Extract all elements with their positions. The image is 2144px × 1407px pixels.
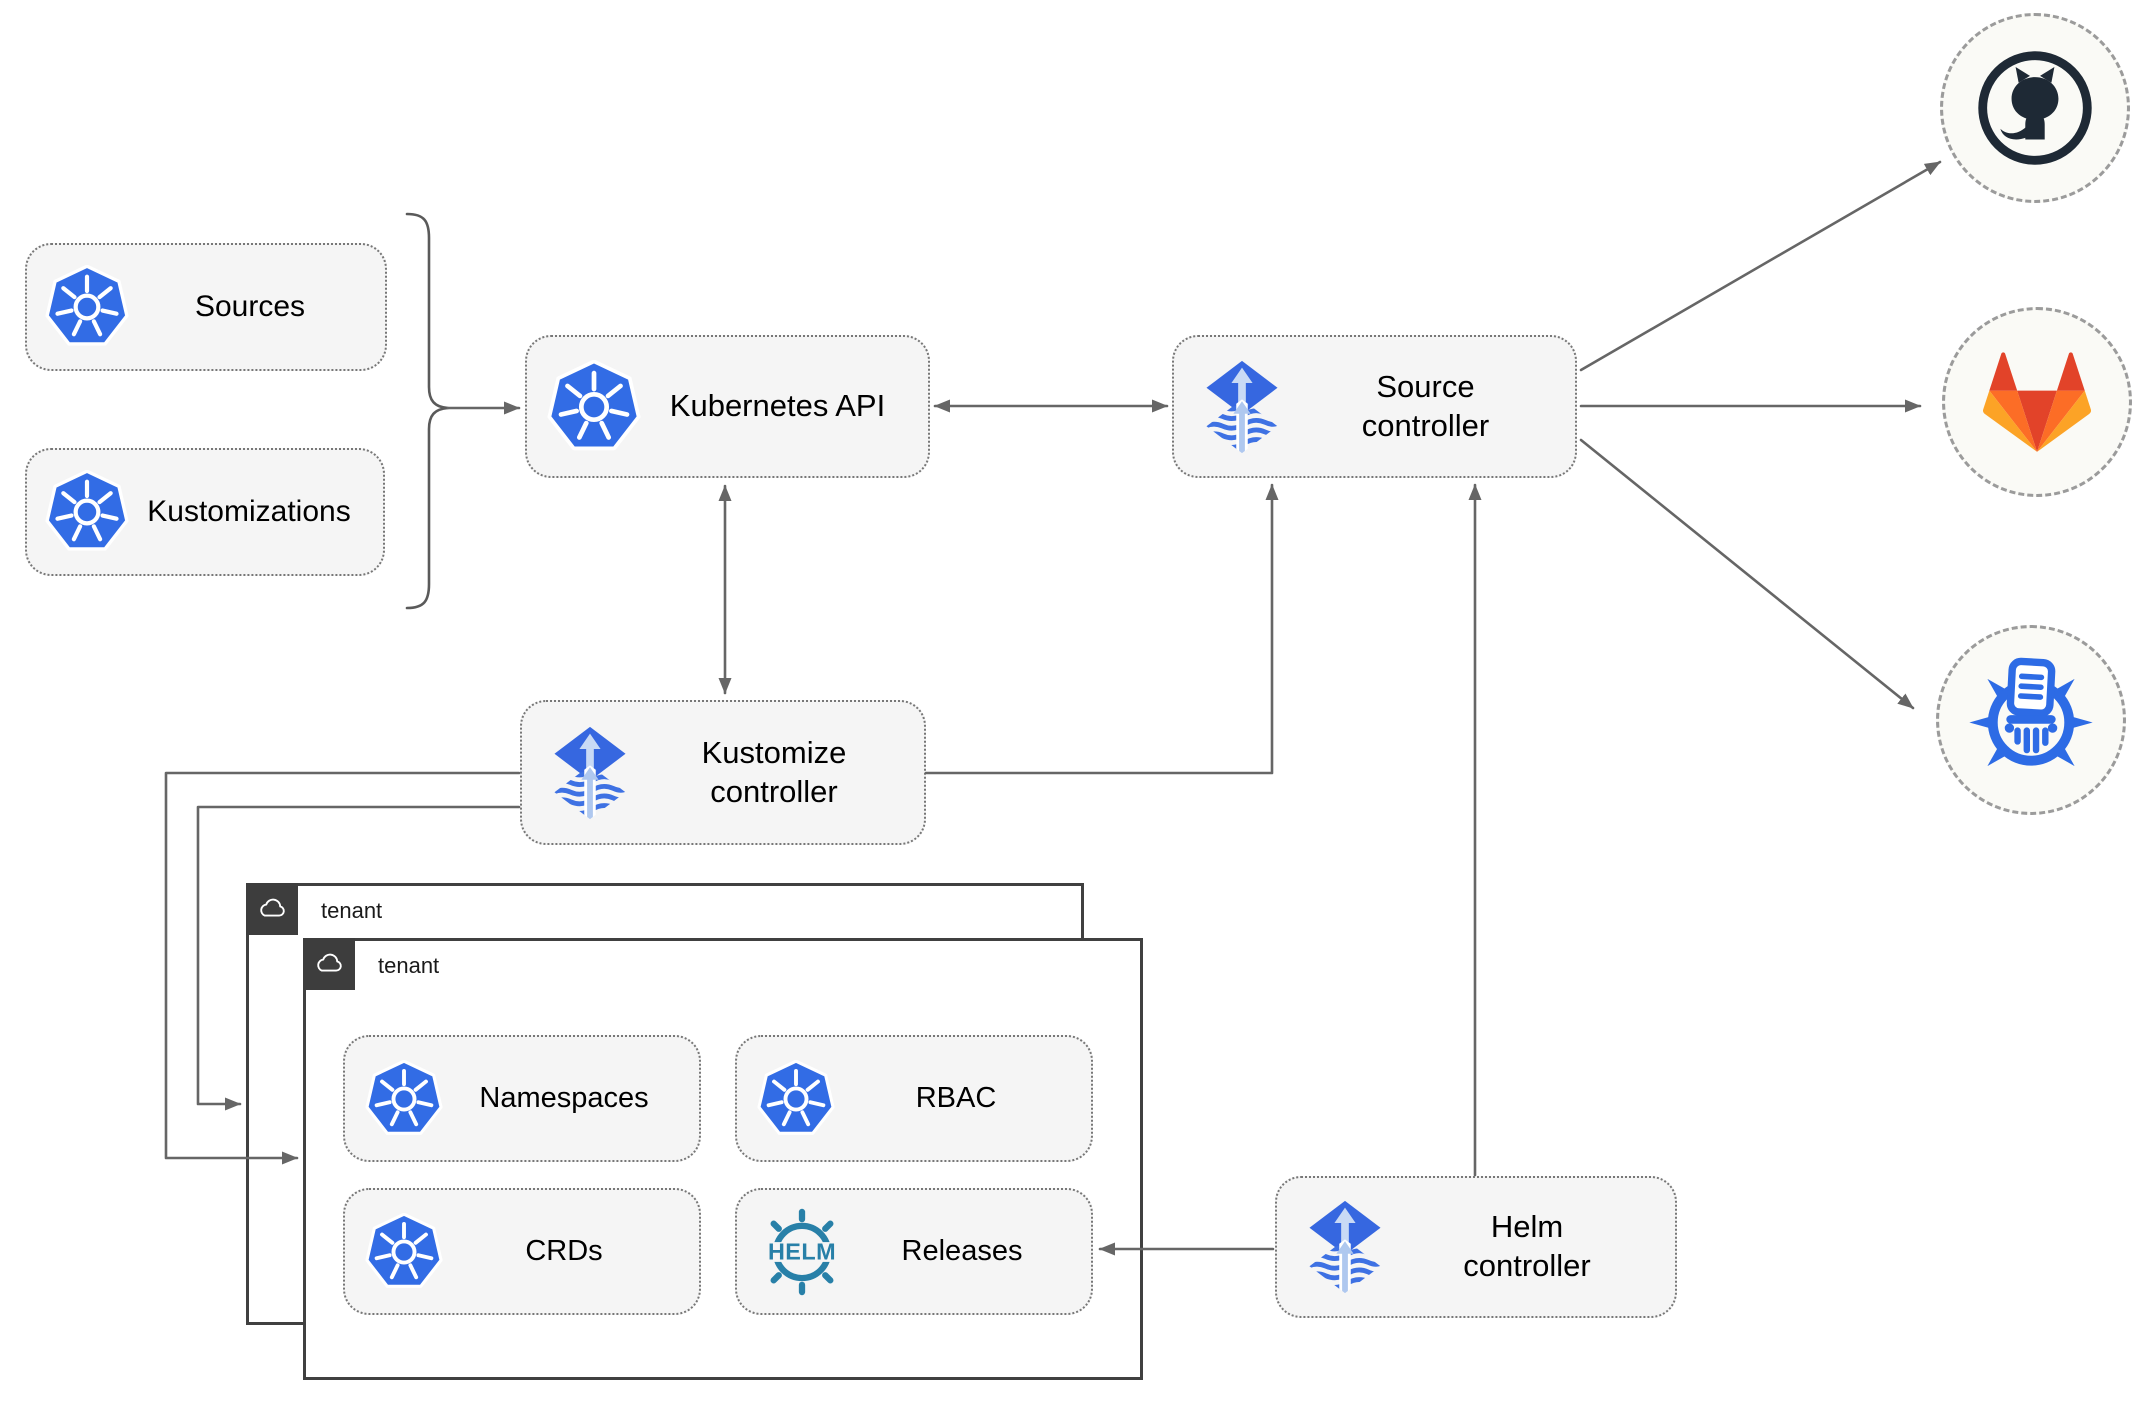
github-icon	[1978, 51, 2092, 165]
node-label: Source controller	[1361, 368, 1490, 443]
kubernetes-icon	[547, 360, 641, 454]
tenant-label: tenant	[321, 898, 383, 923]
flux-icon	[1194, 359, 1290, 455]
node-label: Helm controller	[1463, 1209, 1591, 1283]
node-kustomizations: Kustomizations	[25, 448, 385, 576]
helm-icon	[757, 1207, 847, 1297]
node-kubernetes-api: Kubernetes API	[525, 335, 930, 478]
endpoint-chartmuseum	[1936, 625, 2126, 815]
node-releases: Releases	[735, 1188, 1093, 1315]
endpoint-github	[1940, 13, 2130, 203]
node-label: CRDs	[525, 1235, 603, 1268]
tenant-label: tenant	[378, 953, 440, 978]
node-label: Sources	[194, 290, 306, 324]
edge-kustomize-controller-source-controller	[924, 483, 1279, 775]
chartmuseum-icon	[1969, 657, 2093, 767]
node-label: Releases	[901, 1235, 1023, 1268]
node-rbac: RBAC	[735, 1035, 1093, 1162]
node-label: Kustomizations	[147, 495, 351, 529]
node-helm-controller: Helm controller	[1275, 1176, 1677, 1318]
node-crds: CRDs	[343, 1188, 701, 1315]
node-label: Kustomize controller	[701, 734, 847, 809]
node-label: Kubernetes API	[669, 388, 886, 424]
kubernetes-icon	[757, 1060, 835, 1138]
node-sources: Sources	[25, 243, 387, 371]
edge-source-controller-github	[1579, 160, 1942, 372]
node-source-controller: Source controller	[1172, 335, 1577, 478]
endpoint-gitlab	[1942, 307, 2132, 497]
edge-source-controller-chartmuseum	[1579, 438, 1915, 710]
node-label: RBAC	[915, 1082, 997, 1115]
cloud-icon	[303, 938, 355, 990]
node-label: Namespaces	[479, 1082, 649, 1115]
kubernetes-icon	[365, 1213, 443, 1291]
kubernetes-icon	[45, 265, 129, 349]
gitlab-icon	[1983, 352, 2091, 452]
kubernetes-icon	[45, 470, 129, 554]
cloud-icon	[246, 883, 298, 935]
flux-icon	[1297, 1199, 1393, 1295]
kubernetes-icon	[365, 1060, 443, 1138]
node-namespaces: Namespaces	[343, 1035, 701, 1162]
flux-icon	[542, 725, 638, 821]
edge-bracket	[405, 212, 450, 610]
node-kustomize-controller: Kustomize controller	[520, 700, 926, 845]
